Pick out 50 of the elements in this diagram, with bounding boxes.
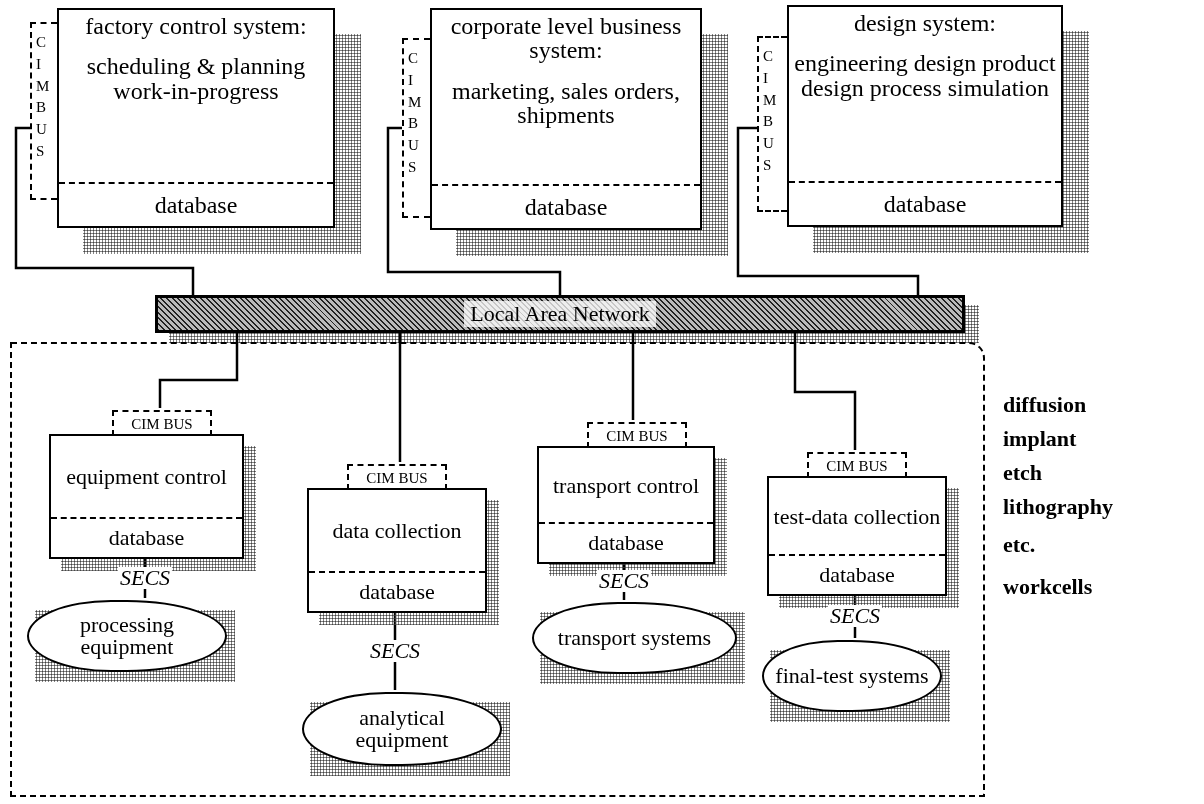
system-box xyxy=(430,8,702,230)
bus-tab: CIM BUS xyxy=(587,422,687,448)
bus-tab: CIM BUS xyxy=(347,464,447,490)
connector-line xyxy=(158,333,239,408)
bus-tab: CIM BUS xyxy=(807,452,907,478)
bus-tab: CIM BUS xyxy=(402,38,430,218)
station-box xyxy=(537,446,715,564)
database-label: database xyxy=(359,580,435,604)
database-label: database xyxy=(819,563,895,587)
function-list: scheduling & planning work-in-progress xyxy=(63,54,329,104)
workcell-area xyxy=(10,342,985,797)
station-box xyxy=(767,476,947,596)
edge-label: SECS xyxy=(367,639,423,662)
side-note: lithography xyxy=(1003,494,1114,520)
connector-line xyxy=(793,333,857,450)
system-title: factory control system: xyxy=(85,14,307,39)
bus-tab: CIM BUS xyxy=(30,22,57,200)
bus-tab: CIM BUS xyxy=(112,410,212,436)
edge-label: SECS xyxy=(827,605,883,627)
connector-line xyxy=(14,126,195,295)
connector-line xyxy=(736,126,920,295)
database-label: database xyxy=(108,526,185,550)
system-title: corporate level business system: xyxy=(449,14,683,63)
system-title: test-data collection xyxy=(773,505,941,529)
side-note: etc. xyxy=(1003,532,1036,558)
side-note: implant xyxy=(1003,426,1077,452)
system-box xyxy=(57,8,335,228)
network-bar: Local Area Network xyxy=(155,295,965,333)
system-title: transport control xyxy=(553,474,699,498)
station-box xyxy=(307,488,487,613)
system-title: data collection xyxy=(332,520,462,543)
system-title: equipment control xyxy=(66,466,227,489)
database-label: database xyxy=(588,531,664,555)
side-note: workcells xyxy=(1003,574,1093,600)
database-label: database xyxy=(154,192,238,218)
connector-line xyxy=(631,333,635,420)
function-list: marketing, sales orders, shipments xyxy=(436,78,696,128)
edge-label: SECS xyxy=(117,566,173,589)
bus-tab: CIM BUS xyxy=(757,36,787,212)
connector-line xyxy=(386,126,562,295)
system-box xyxy=(787,5,1063,227)
function-list: engineering design product design process simulation xyxy=(793,51,1057,101)
station-box xyxy=(49,434,244,559)
database-label: database xyxy=(883,191,967,217)
connector-line xyxy=(398,333,402,462)
database-label: database xyxy=(524,194,608,220)
edge-label: SECS xyxy=(596,570,652,592)
system-title: design system: xyxy=(854,11,996,36)
side-note: etch xyxy=(1003,460,1043,486)
side-note: diffusion xyxy=(1003,392,1087,418)
